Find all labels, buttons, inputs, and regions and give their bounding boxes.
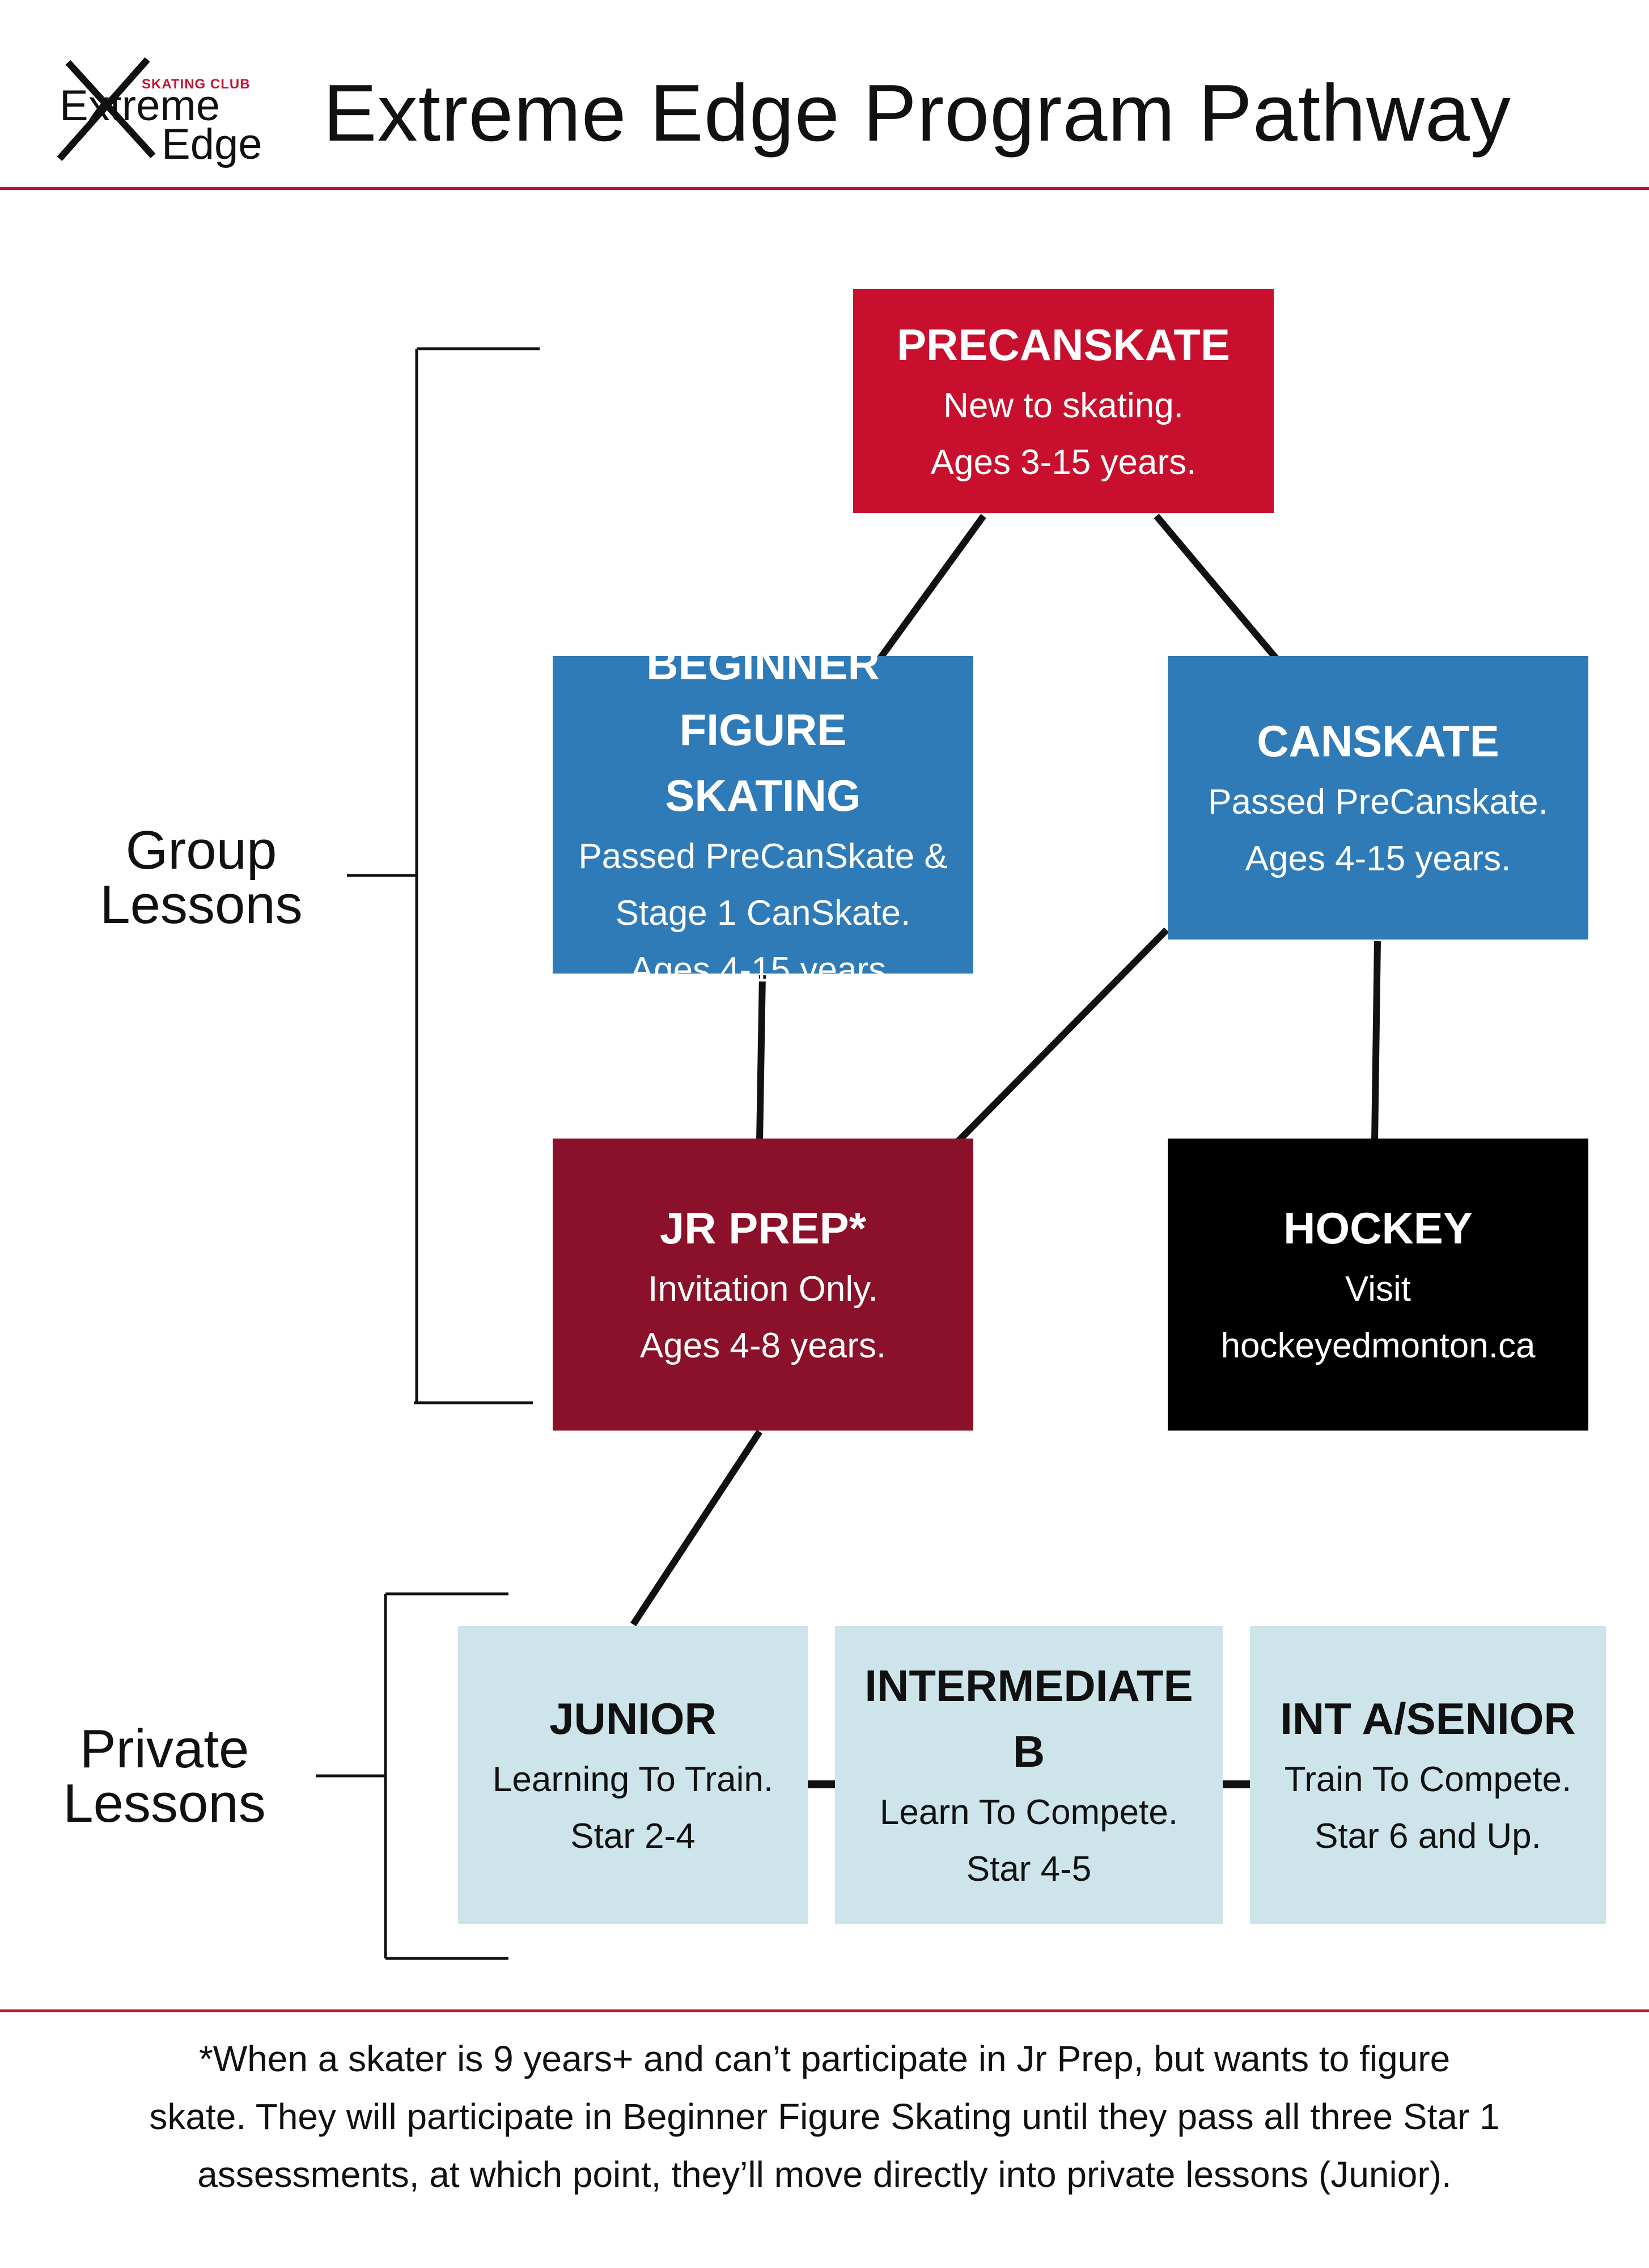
connector-jrprep-junior (630, 1429, 763, 1627)
connector-precan-canskate (1154, 514, 1279, 661)
hockey-box: HOCKEY Visit hockeyedmonton.ca (1168, 1139, 1588, 1431)
private-lessons-label-line2: Lessons (63, 1773, 266, 1834)
beginner-line2: Stage 1 CanSkate. (615, 894, 911, 933)
intermediate-line1: Learn To Compete. (879, 1792, 1179, 1832)
hockey-link[interactable]: hockeyedmonton.ca (1220, 1326, 1536, 1365)
jr-prep-box: JR PREP* Invitation Only. Ages 4-8 years… (553, 1139, 973, 1431)
group-lessons-label-line1: Group (125, 820, 277, 881)
top-rule (0, 187, 1649, 190)
senior-line2: Star 6 and Up. (1315, 1816, 1541, 1856)
precanskate-line2: Ages 3-15 years. (930, 442, 1197, 482)
beginner-title-line2: SKATING (665, 771, 861, 820)
logo-word-extreme: Extreme (60, 82, 220, 130)
connector-canskate-hockey (1371, 941, 1381, 1142)
intermediate-line2: Star 4-5 (966, 1849, 1092, 1889)
connector-beginner-jrprep (756, 975, 766, 1142)
page-title: Extreme Edge Program Pathway (323, 68, 1511, 158)
beginner-line3: Ages 4-15 years. (630, 950, 896, 989)
logo-word-edge: Edge (162, 120, 262, 168)
jrprep-title: JR PREP* (659, 1203, 867, 1253)
jrprep-line2: Ages 4-8 years. (639, 1326, 887, 1365)
junior-title: JUNIOR (549, 1693, 717, 1744)
precanskate-box: PRECANSKATE New to skating. Ages 3-15 ye… (853, 289, 1274, 513)
footnote-line3: assessments, at which point, they’ll mov… (197, 2154, 1452, 2195)
footnote-line1: *When a skater is 9 years+ and can’t par… (198, 2038, 1451, 2079)
beginner-line1: Passed PreCanSkate & (578, 837, 948, 876)
intermediate-b-box: INTERMEDIATE B Learn To Compete. Star 4-… (835, 1626, 1223, 1924)
bottom-rule (0, 2009, 1649, 2012)
hockey-line1: Visit (1345, 1269, 1411, 1309)
logo-small-text: SKATING CLUB (142, 77, 251, 92)
connector-precan-beginner (877, 514, 986, 661)
private-lessons-label-line1: Private (79, 1719, 249, 1779)
beginner-title-line1: BEGINNER FIGURE (646, 639, 880, 755)
canskate-title: CANSKATE (1257, 716, 1499, 766)
private-lessons-label: Private Lessons (43, 1722, 286, 1831)
jrprep-line1: Invitation Only. (648, 1269, 878, 1309)
group-lessons-label: Group Lessons (85, 823, 317, 932)
group-lessons-label-line2: Lessons (100, 874, 303, 935)
junior-line1: Learning To Train. (492, 1759, 774, 1799)
beginner-figure-skating-box: BEGINNER FIGURE SKATING Passed PreCanSka… (553, 639, 973, 989)
connector-canskate-jrprep (955, 927, 1169, 1144)
intermediate-title: INTERMEDIATE B (864, 1660, 1193, 1776)
junior-line2: Star 2-4 (570, 1816, 696, 1856)
precanskate-title: PRECANSKATE (897, 319, 1230, 370)
canskate-box: CANSKATE Passed PreCanskate. Ages 4-15 y… (1168, 656, 1588, 940)
hockey-title: HOCKEY (1283, 1203, 1473, 1253)
precanskate-line1: New to skating. (943, 386, 1184, 425)
footnote-line2: skate. They will participate in Beginner… (149, 2096, 1500, 2137)
senior-line1: Train To Compete. (1284, 1759, 1572, 1799)
canskate-line2: Ages 4-15 years. (1245, 839, 1511, 878)
logo-cross-mark (57, 57, 156, 161)
footnote: *When a skater is 9 years+ and can’t par… (34, 2030, 1615, 2203)
senior-title: INT A/SENIOR (1280, 1693, 1576, 1744)
canskate-line1: Passed PreCanskate. (1208, 782, 1548, 822)
logo: SKATING CLUB Extreme Edge (54, 54, 262, 167)
int-a-senior-box: INT A/SENIOR Train To Compete. Star 6 an… (1250, 1626, 1606, 1924)
junior-box: JUNIOR Learning To Train. Star 2-4 (458, 1626, 808, 1924)
